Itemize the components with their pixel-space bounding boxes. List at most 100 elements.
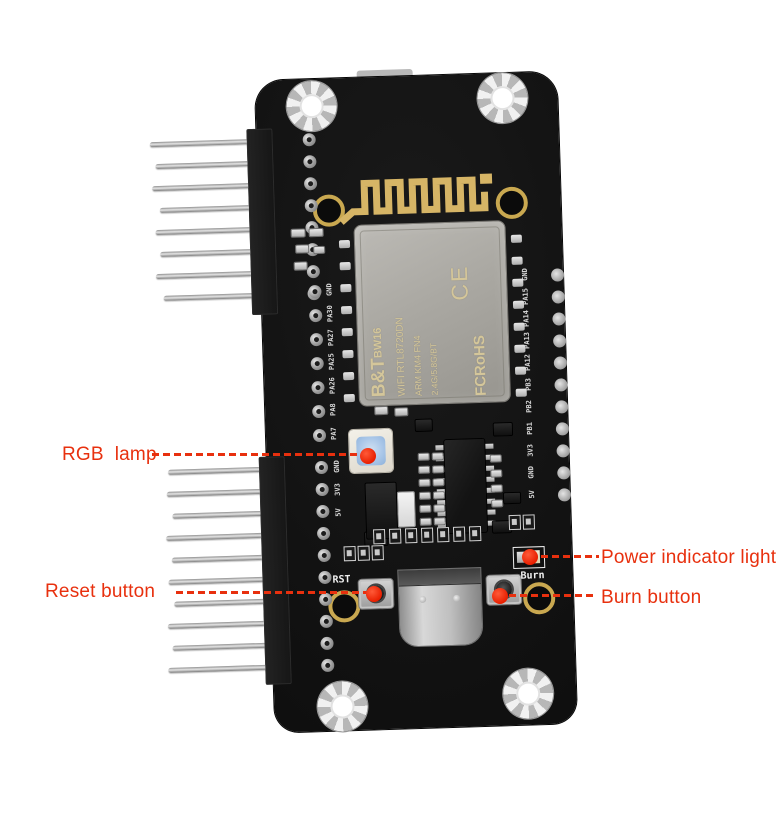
chip-pin	[485, 443, 494, 449]
module-pad	[340, 305, 353, 315]
header-pin	[155, 227, 250, 236]
silkscreen-rst-label: RST	[332, 574, 351, 586]
leader-line-power	[541, 555, 599, 558]
chip-pin	[486, 476, 495, 482]
smd-component	[432, 453, 443, 460]
callout-dot-reset	[366, 586, 382, 602]
module-brand: B&T	[367, 357, 390, 398]
smd-component	[491, 470, 502, 477]
header-pin	[155, 271, 251, 280]
leader-line-reset	[176, 591, 368, 594]
chip-pin	[435, 445, 444, 451]
header-pin	[168, 576, 263, 585]
smd-component	[419, 466, 430, 473]
smd-component	[291, 229, 305, 237]
outlined-pad	[508, 514, 522, 531]
silkscreen-burn-label: Burn	[520, 570, 545, 582]
header-pin	[149, 139, 247, 148]
smd-component	[490, 455, 501, 462]
smd-component	[503, 492, 521, 504]
usb-uart-chip	[444, 438, 488, 534]
module-pad	[513, 322, 525, 331]
leader-line-burn	[509, 594, 597, 597]
annotation-rgb-lamp: RGB lamp	[62, 444, 157, 465]
callout-dot-burn	[492, 588, 508, 604]
module-pad	[514, 366, 527, 375]
smd-component	[395, 408, 408, 416]
pin-label: 5V	[334, 508, 343, 517]
module-pad	[514, 344, 526, 353]
leader-line-rgb-lamp	[152, 453, 360, 456]
smd-component	[419, 492, 431, 499]
module-freq-text: 2.4G/5.8G/BT	[428, 342, 440, 396]
module-pad	[512, 278, 524, 287]
fcc-rohs-logo: FCRoHS	[470, 334, 490, 397]
usb-c-connector	[398, 568, 483, 647]
ce-mark: CE	[445, 264, 473, 301]
chip-pin	[487, 509, 496, 515]
module-pad	[512, 300, 525, 309]
header-pin	[172, 510, 261, 519]
header-pin	[168, 466, 260, 475]
smd-component	[420, 518, 431, 525]
smd-component	[418, 453, 429, 460]
header-pin	[166, 488, 260, 497]
header-pin	[166, 532, 262, 541]
outlined-pad	[436, 527, 450, 543]
outlined-pad	[372, 529, 386, 545]
header-pin	[155, 161, 248, 170]
smd-component	[433, 466, 444, 473]
header-pin	[168, 664, 266, 673]
outlined-pad	[343, 545, 356, 562]
module-pad	[510, 234, 523, 243]
smd-component	[433, 479, 444, 486]
module-pad	[343, 371, 355, 381]
module-pad	[342, 349, 354, 359]
smd-component	[397, 492, 415, 527]
module-pad	[338, 239, 351, 249]
header-pin	[159, 205, 249, 213]
smd-component	[420, 505, 431, 512]
smd-component	[296, 245, 309, 253]
outlined-pad	[468, 526, 482, 542]
usb-contact-dot	[419, 595, 427, 603]
usb-contact-dot	[453, 594, 461, 602]
smd-component	[491, 485, 502, 492]
annotation-power-indicator: Power indicator light	[601, 547, 777, 568]
module-model: BW16	[371, 327, 385, 359]
smd-component	[493, 423, 513, 436]
header-pin	[160, 249, 251, 257]
annotation-reset-button: Reset button	[45, 581, 156, 602]
chip-pin	[437, 511, 446, 517]
outlined-pad	[388, 528, 402, 544]
smd-component	[419, 479, 430, 486]
dev-board: B&TBW16 WIFI RTL8720DN ARM KM4 FN4 2.4G/…	[149, 68, 578, 733]
callout-dot-power	[522, 549, 538, 565]
outlined-pad	[420, 527, 434, 543]
module-pad	[340, 283, 352, 293]
module-pad	[515, 388, 527, 397]
module-wifi-text: WIFI RTL8720DN	[394, 316, 408, 397]
outlined-pad	[404, 528, 418, 544]
smd-component	[415, 419, 432, 432]
outlined-pad	[357, 545, 370, 561]
smd-component	[492, 500, 503, 507]
header-pin	[172, 642, 265, 651]
annotation-burn-button: Burn button	[601, 587, 702, 608]
smd-component	[314, 246, 325, 254]
header-pin	[152, 183, 249, 192]
smd-component	[433, 492, 445, 499]
module-pad	[341, 327, 353, 337]
outlined-pad	[371, 545, 384, 561]
smd-component	[434, 518, 445, 525]
smd-component	[434, 505, 445, 512]
callout-dot-rgb-lamp	[360, 448, 376, 464]
smd-component	[309, 228, 323, 237]
module-pad	[511, 256, 523, 265]
outlined-pad	[522, 514, 536, 530]
module-pad	[343, 393, 355, 403]
header-pin	[163, 293, 252, 301]
header-pin	[171, 554, 262, 563]
header-pin	[174, 598, 264, 607]
